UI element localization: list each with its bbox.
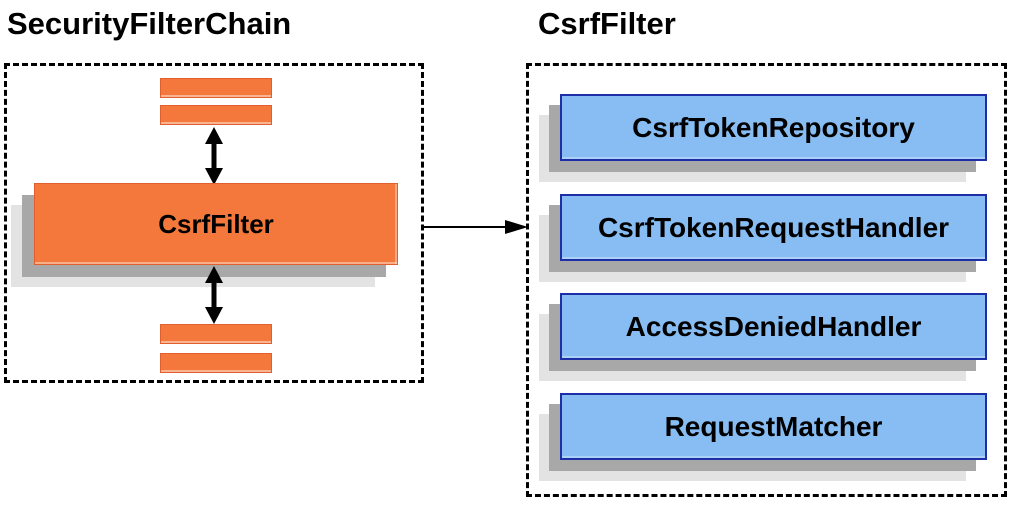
- filter-bar: [160, 105, 272, 125]
- security-filter-chain-group: CsrfFilter: [4, 63, 424, 383]
- component-box-csrf-token-request-handler: CsrfTokenRequestHandler: [539, 194, 987, 282]
- csrf-filter-title: CsrfFilter: [538, 6, 676, 41]
- filter-bar: [160, 324, 272, 344]
- component-label: CsrfTokenRepository: [632, 111, 915, 143]
- csrf-filter-box-label: CsrfFilter: [158, 208, 274, 239]
- filter-bar: [160, 78, 272, 98]
- component-box-request-matcher: RequestMatcher: [539, 393, 987, 481]
- component-box-access-denied-handler: AccessDeniedHandler: [539, 293, 987, 381]
- component-label: AccessDeniedHandler: [625, 310, 922, 342]
- component-label: CsrfTokenRequestHandler: [597, 211, 950, 243]
- component-label: RequestMatcher: [664, 410, 883, 442]
- component-box-csrf-token-repository: CsrfTokenRepository: [539, 94, 987, 182]
- right-arrow-icon: [421, 220, 528, 234]
- bidirectional-arrow-icon: [205, 127, 223, 185]
- security-filter-chain-title: SecurityFilterChain: [7, 6, 292, 41]
- csrf-filter-components-group: CsrfTokenRepository CsrfTokenRequestHand…: [526, 63, 1007, 497]
- csrf-filter-box: CsrfFilter: [11, 183, 398, 287]
- bidirectional-arrow-icon: [205, 266, 223, 324]
- filter-bar: [160, 353, 272, 373]
